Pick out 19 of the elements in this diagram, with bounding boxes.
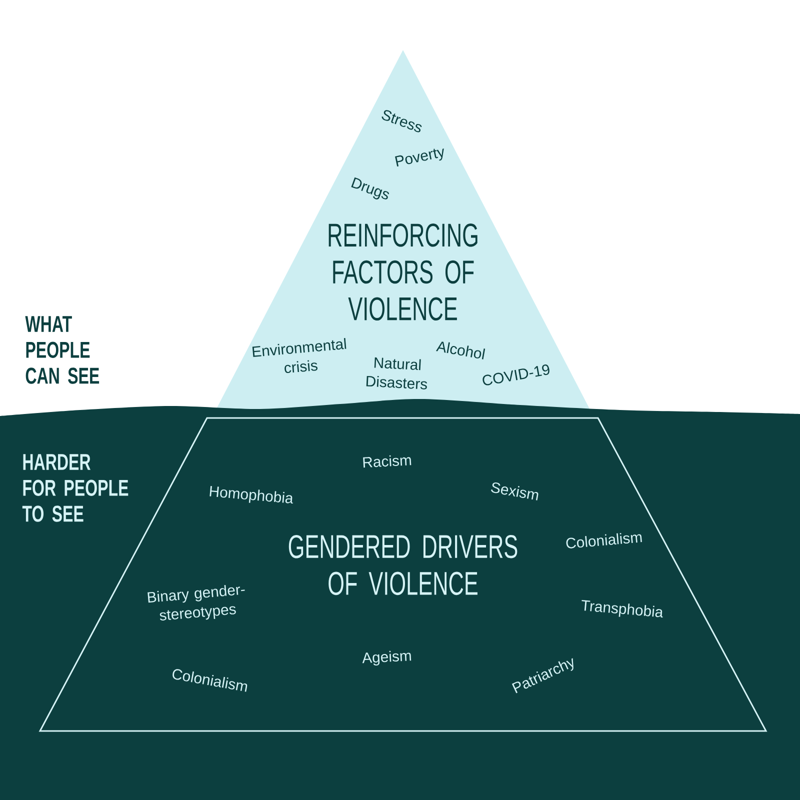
- side-label: WHAT PEOPLE CAN SEE: [25, 316, 100, 384]
- factor-label: Homophobia: [210, 486, 293, 504]
- factor-label: Environmental crisis: [252, 338, 346, 374]
- factor-label: Stress: [382, 110, 422, 132]
- factor-label: Natural Disasters: [366, 357, 427, 390]
- factor-label: Colonialism: [172, 669, 248, 692]
- heading: REINFORCING FACTORS OF VIOLENCE: [328, 224, 478, 320]
- factor-label: Sexism: [491, 482, 538, 500]
- side-label: HARDER FOR PEOPLE TO SEE: [22, 454, 128, 522]
- factor-label: COVID-19: [482, 364, 550, 386]
- factor-label: Racism: [363, 455, 412, 468]
- factor-label: Binary gender-stereotypes: [148, 585, 245, 620]
- heading: GENDERED DRIVERS OF VIOLENCE: [288, 534, 518, 596]
- factor-label: Drugs: [351, 177, 389, 200]
- factor-label: Poverty: [395, 148, 444, 167]
- factor-label: Colonialism: [566, 533, 642, 548]
- factor-label: Transphobia: [582, 600, 663, 618]
- factor-label: Alcohol: [436, 342, 486, 360]
- factor-label: Ageism: [362, 650, 412, 666]
